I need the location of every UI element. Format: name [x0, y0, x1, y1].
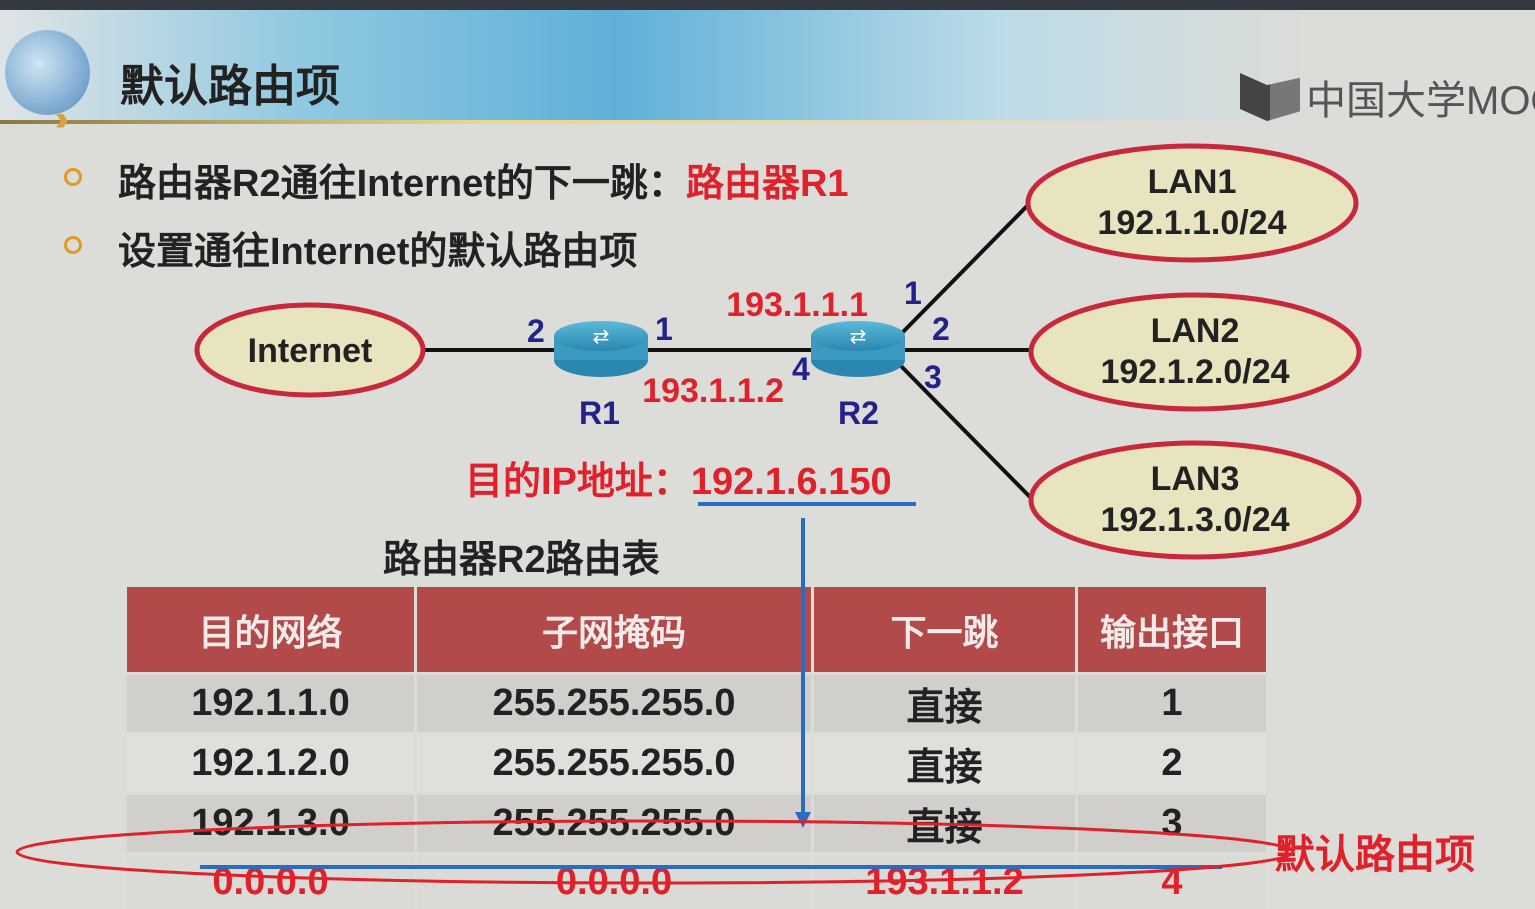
destination-ip: 目的IP地址：192.1.6.150	[465, 450, 892, 505]
lan-network: 192.1.2.0/24	[1100, 353, 1289, 391]
cell: 4	[1077, 854, 1268, 909]
lan-network: 192.1.3.0/24	[1100, 501, 1289, 539]
cell: 直接	[813, 734, 1077, 794]
lan-3: LAN3 192.1.3.0/24	[1031, 443, 1359, 557]
cell: 192.1.1.0	[127, 674, 416, 734]
lan-name: LAN1	[1148, 163, 1237, 201]
link-line	[900, 365, 1030, 497]
cell: 192.1.3.0	[127, 794, 416, 854]
port-label: 1	[655, 311, 673, 347]
cell: 直接	[813, 674, 1077, 734]
link-line	[900, 203, 1030, 335]
dest-ip-value: 192.1.6.150	[691, 461, 892, 503]
cell: 3	[1077, 794, 1268, 854]
router-arrows-icon: ⇄	[593, 326, 610, 348]
ip-label: 193.1.1.2	[642, 372, 784, 410]
router-r2: ⇄	[811, 321, 905, 377]
default-route-label: 默认路由项	[1275, 822, 1475, 880]
cell: 255.255.255.0	[416, 734, 813, 794]
lan-name: LAN2	[1151, 312, 1240, 350]
dest-label: 目的IP地址：	[465, 461, 691, 503]
cell: 0.0.0.0	[127, 854, 416, 909]
lan-network: 192.1.1.0/24	[1097, 204, 1286, 242]
cell: 255.255.255.0	[416, 794, 813, 854]
router-r1: ⇄	[554, 321, 648, 377]
internet-label: Internet	[248, 332, 373, 370]
port-label: 2	[527, 313, 545, 349]
port-label: 2	[932, 311, 950, 347]
router-arrows-icon: ⇄	[850, 326, 867, 348]
port-label: 3	[924, 359, 942, 395]
column-header: 下一跳	[813, 587, 1077, 674]
cell: 192.1.2.0	[127, 734, 416, 794]
lan-name: LAN3	[1151, 460, 1240, 498]
cell: 直接	[813, 794, 1077, 854]
lan-1: LAN1 192.1.1.0/24	[1028, 146, 1356, 260]
column-header: 目的网络	[127, 587, 416, 674]
router-label: R1	[579, 395, 620, 431]
port-label: 1	[904, 275, 922, 311]
ip-label: 193.1.1.1	[726, 286, 868, 324]
column-header: 子网掩码	[416, 587, 813, 674]
column-header: 输出接口	[1077, 587, 1268, 674]
port-label: 4	[792, 351, 810, 387]
cell: 2	[1077, 734, 1268, 794]
routing-table-title: 路由器R2路由表	[383, 528, 660, 583]
router-label: R2	[838, 395, 879, 431]
cell: 0.0.0.0	[416, 854, 813, 909]
lan-2: LAN2 192.1.2.0/24	[1031, 295, 1359, 409]
cell: 255.255.255.0	[416, 674, 813, 734]
cell: 1	[1077, 674, 1268, 734]
cell: 193.1.1.2	[813, 854, 1077, 909]
